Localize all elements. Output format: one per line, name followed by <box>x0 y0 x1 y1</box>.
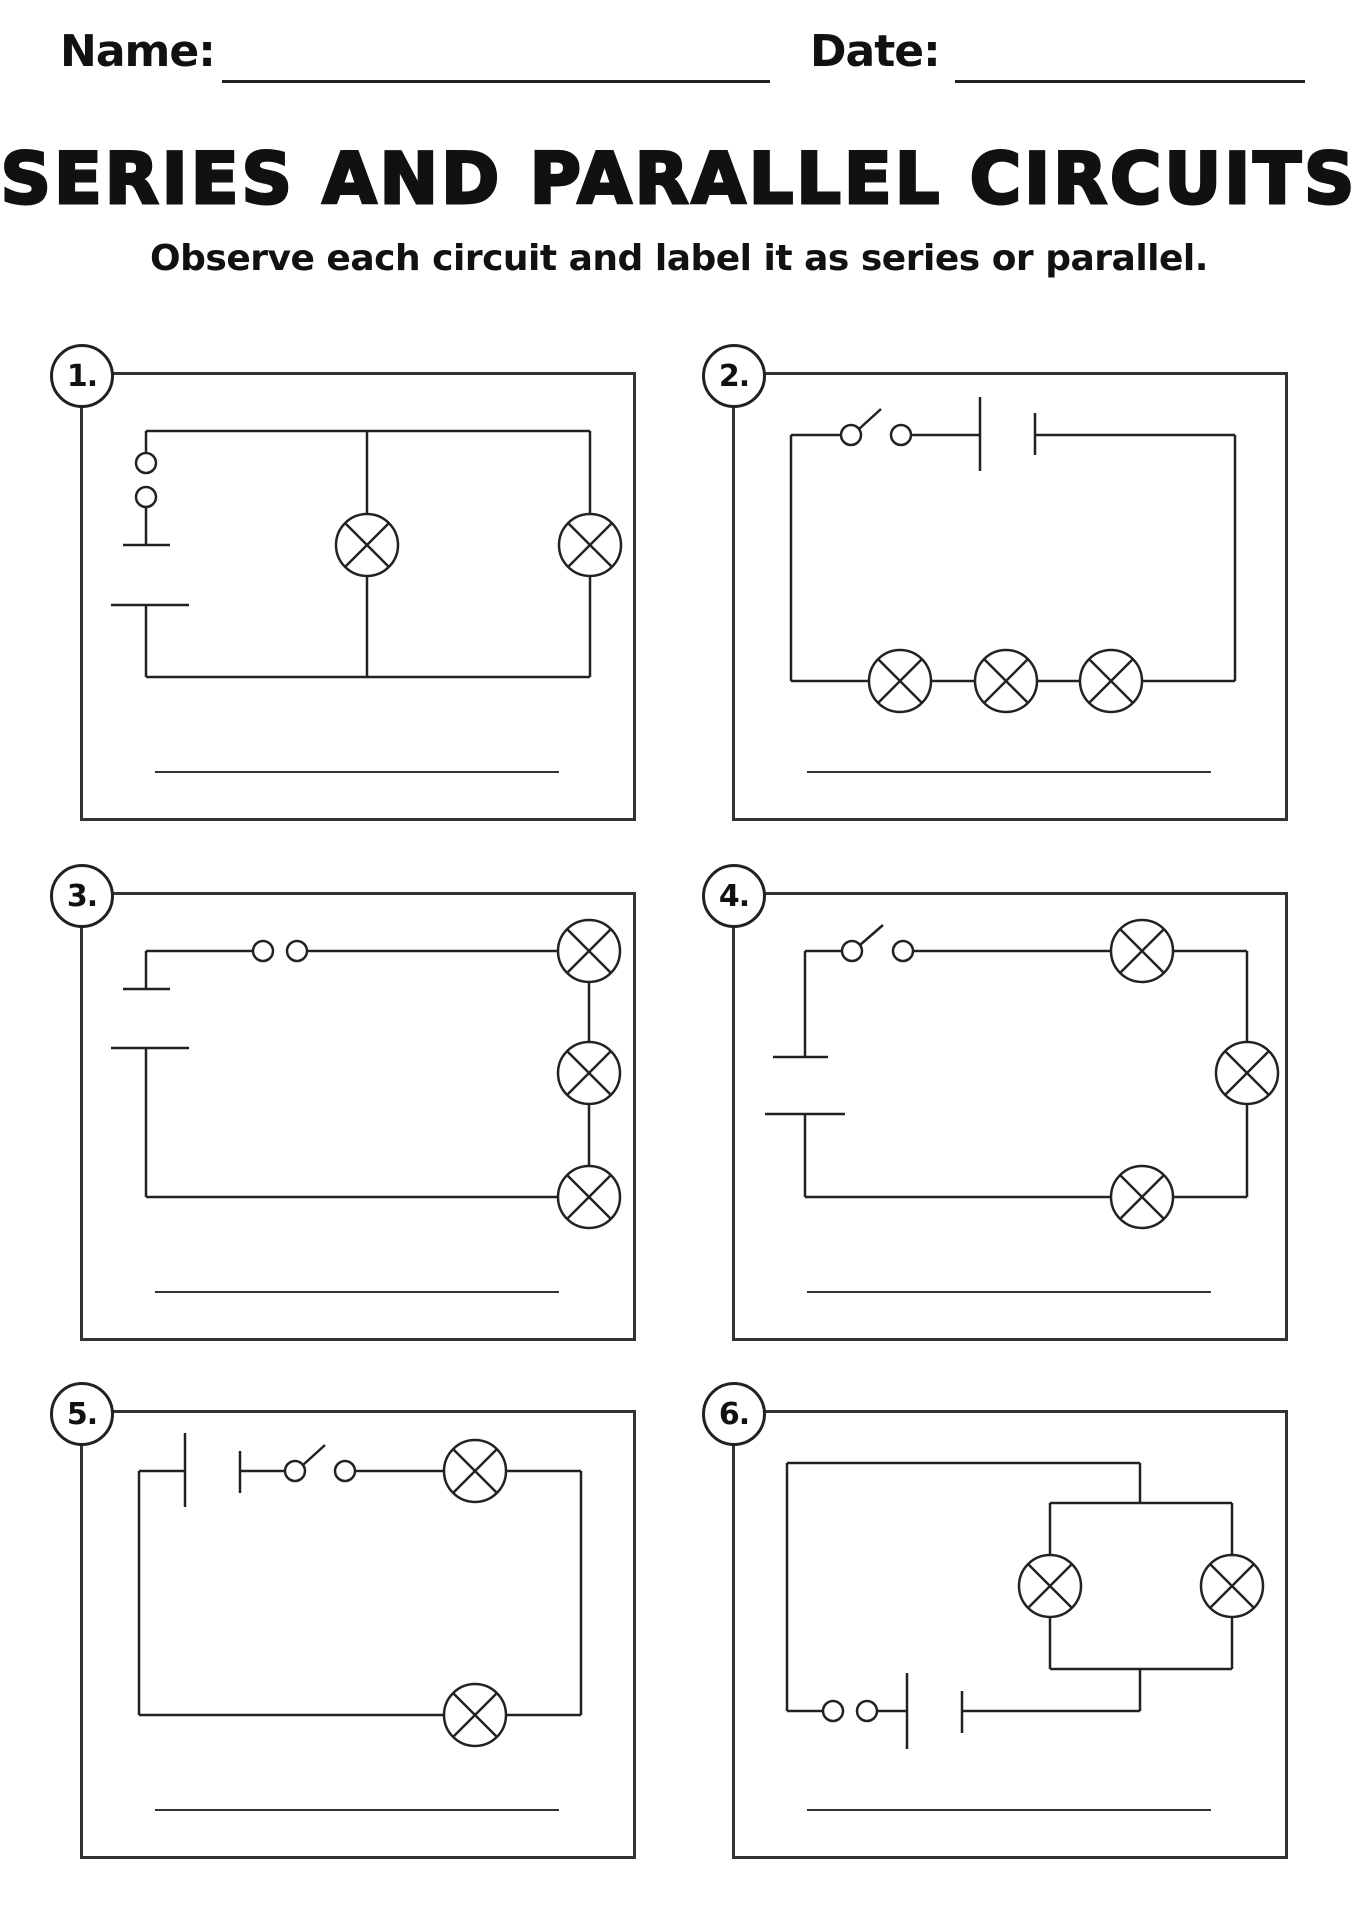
bulb-icon <box>336 514 398 576</box>
circuit-diagram-4 <box>735 895 1291 1344</box>
circuit-diagram-3 <box>83 895 639 1344</box>
bulb-icon <box>1111 1166 1173 1228</box>
bulb-icon <box>559 514 621 576</box>
bulb-icon <box>869 650 931 712</box>
circuit-card-3 <box>80 892 636 1341</box>
bulb-icon <box>1111 920 1173 982</box>
contact-icon <box>136 453 156 473</box>
answer-line-1[interactable] <box>155 771 559 773</box>
bulb-icon <box>558 920 620 982</box>
circuit-diagram-5 <box>83 1413 639 1862</box>
circuit-diagram-2 <box>735 375 1291 824</box>
contact-icon <box>823 1701 843 1721</box>
date-field[interactable] <box>955 80 1305 83</box>
circuit-number-4: 4. <box>702 864 766 928</box>
worksheet-instructions: Observe each circuit and label it as ser… <box>150 238 1208 279</box>
contact-icon <box>857 1701 877 1721</box>
contact-icon <box>136 487 156 507</box>
circuit-number-1: 1. <box>50 344 114 408</box>
bulb-icon <box>444 1684 506 1746</box>
bulb-icon <box>558 1042 620 1104</box>
circuit-diagram-1 <box>83 375 639 824</box>
answer-line-4[interactable] <box>807 1291 1211 1293</box>
switch-icon <box>285 1461 305 1481</box>
circuit-number-6: 6. <box>702 1382 766 1446</box>
circuit-number-2: 2. <box>702 344 766 408</box>
bulb-icon <box>1216 1042 1278 1104</box>
circuit-diagram-6 <box>735 1413 1291 1862</box>
answer-line-6[interactable] <box>807 1809 1211 1811</box>
answer-line-3[interactable] <box>155 1291 559 1293</box>
bulb-icon <box>444 1440 506 1502</box>
switch-icon <box>842 941 862 961</box>
circuit-number-3: 3. <box>50 864 114 928</box>
circuit-number-5: 5. <box>50 1382 114 1446</box>
contact-icon <box>287 941 307 961</box>
circuit-card-1 <box>80 372 636 821</box>
bulb-icon <box>1019 1555 1081 1617</box>
name-field[interactable] <box>222 80 770 83</box>
worksheet-title: SERIES AND PARALLEL CIRCUITS <box>0 137 1358 222</box>
circuit-card-2 <box>732 372 1288 821</box>
circuit-card-4 <box>732 892 1288 1341</box>
bulb-icon <box>558 1166 620 1228</box>
switch-icon <box>841 425 861 445</box>
answer-line-2[interactable] <box>807 771 1211 773</box>
contact-icon <box>253 941 273 961</box>
date-label: Date: <box>810 26 941 77</box>
circuit-card-5 <box>80 1410 636 1859</box>
circuit-card-6 <box>732 1410 1288 1859</box>
bulb-icon <box>1201 1555 1263 1617</box>
name-label: Name: <box>60 26 216 77</box>
bulb-icon <box>1080 650 1142 712</box>
bulb-icon <box>975 650 1037 712</box>
answer-line-5[interactable] <box>155 1809 559 1811</box>
